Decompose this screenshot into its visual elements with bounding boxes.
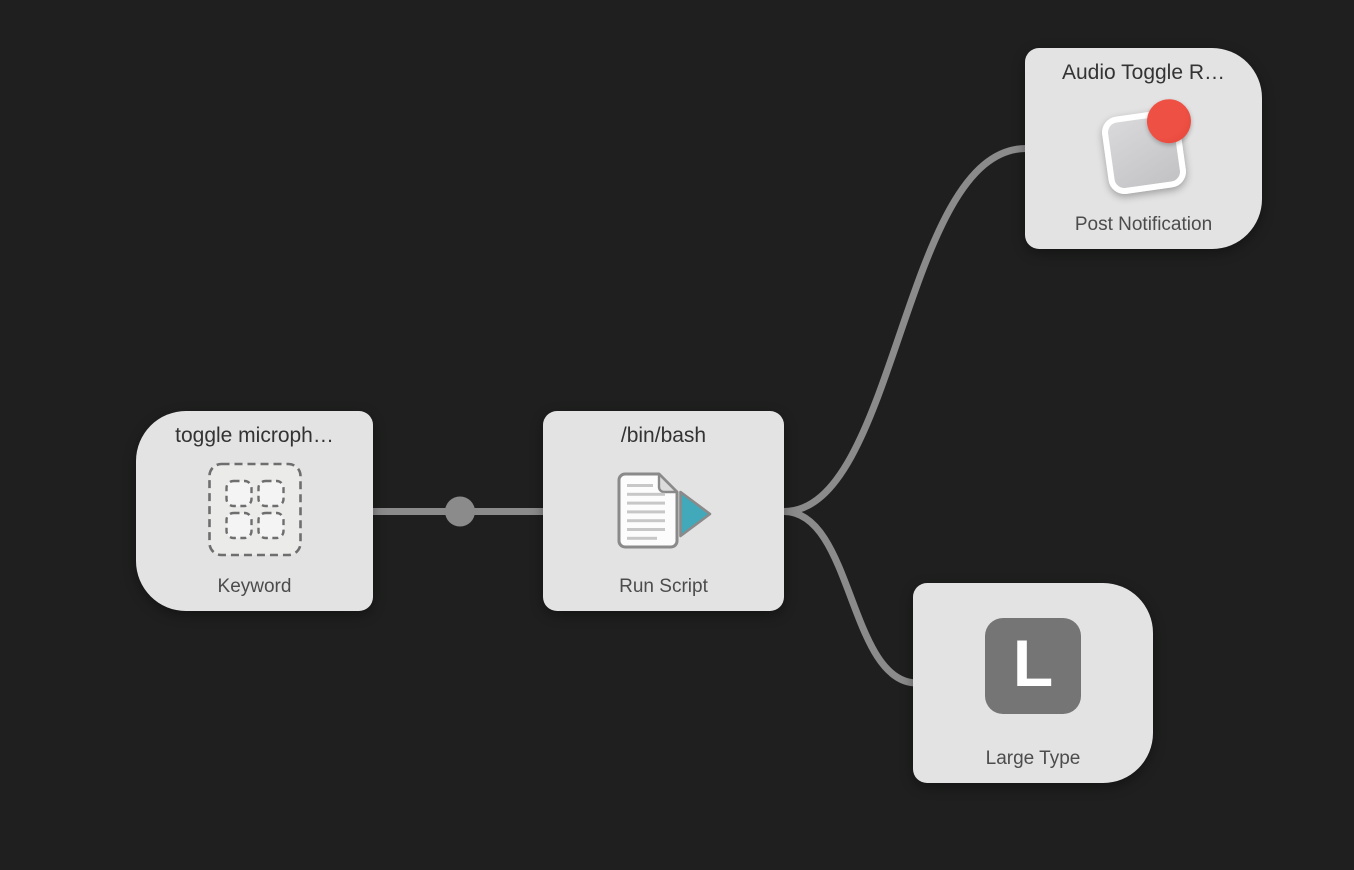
post-notification-icon	[1099, 96, 1194, 197]
node-run-script-title: /bin/bash	[620, 424, 707, 447]
large-type-icon: L	[985, 618, 1081, 714]
node-keyword-title: toggle microph…	[175, 424, 334, 447]
node-post-notification[interactable]: Audio Toggle R… Post Notification	[1025, 48, 1262, 249]
large-type-square-icon: L	[985, 618, 1081, 714]
connection-runscript-to-postnotification[interactable]	[783, 145, 1027, 515]
node-post-notification-type-label: Post Notification	[1074, 214, 1213, 235]
notification-red-badge-icon	[1143, 96, 1194, 147]
run-script-icon	[614, 471, 714, 556]
node-large-type-type-label: Large Type	[985, 748, 1081, 769]
node-keyword-type-label: Keyword	[217, 576, 292, 597]
large-type-letter: L	[1012, 626, 1054, 700]
node-run-script-type-label: Run Script	[619, 576, 708, 597]
node-large-type[interactable]: L Large Type	[913, 583, 1153, 783]
notification-card-icon	[1099, 96, 1194, 197]
connection-midpoint-dot[interactable]	[445, 496, 475, 527]
node-run-script[interactable]: /bin/bash Run Script	[543, 411, 784, 611]
connection-runscript-to-largetype[interactable]	[783, 508, 918, 687]
node-post-notification-title: Audio Toggle R…	[1061, 61, 1226, 84]
node-keyword[interactable]: toggle microph… Keyword	[136, 411, 373, 611]
keyword-icon	[207, 462, 302, 562]
